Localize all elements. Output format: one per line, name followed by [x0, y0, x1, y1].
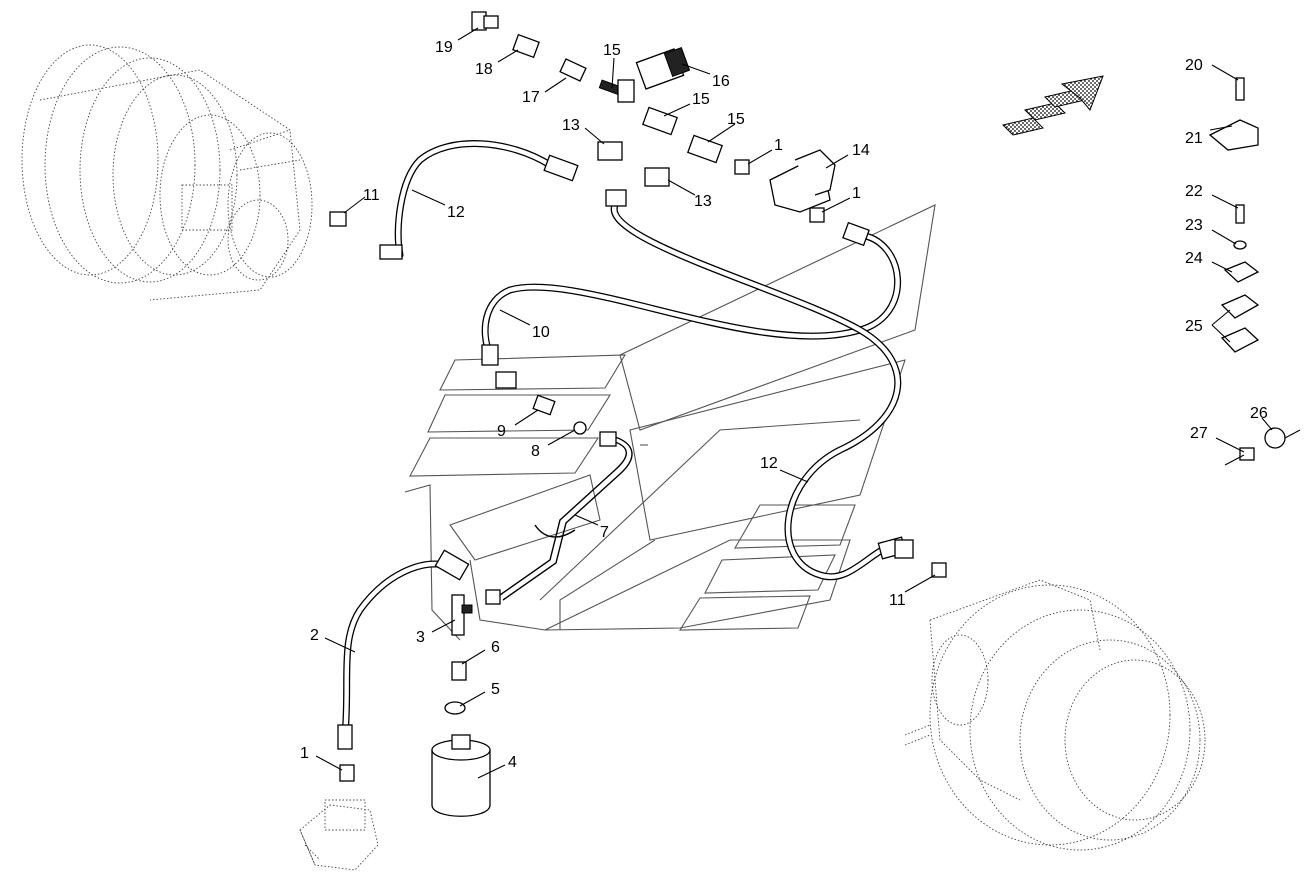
callout-12b: 12: [760, 455, 778, 472]
callout-6: 6: [491, 639, 500, 656]
part-4-accumulator: [431, 749, 491, 817]
callout-1c: 1: [300, 745, 309, 762]
callout-10: 10: [532, 324, 550, 341]
left-wheel-motor-assembly: [21, 44, 313, 301]
callout-11a: 11: [363, 187, 380, 204]
callout-5: 5: [491, 681, 500, 698]
callout-15a: 15: [603, 42, 621, 59]
callout-7: 7: [600, 524, 609, 541]
callout-1b: 1: [852, 185, 861, 202]
callout-25: 25: [1185, 318, 1203, 335]
fittings: [329, 11, 1286, 817]
callout-9: 9: [497, 423, 506, 440]
callout-17: 17: [522, 89, 540, 106]
callout-11b: 11: [889, 592, 906, 609]
callout-19: 19: [435, 39, 453, 56]
callout-2: 2: [310, 627, 319, 644]
callout-13a: 13: [562, 117, 580, 134]
callout-14: 14: [852, 142, 870, 159]
callout-22: 22: [1185, 183, 1203, 200]
callout-8: 8: [531, 443, 540, 460]
brake-valve-housing: [299, 799, 379, 871]
callout-21: 21: [1185, 130, 1203, 147]
callout-leaders: [315, 27, 1301, 779]
callout-12a: 12: [447, 204, 465, 221]
callout-labels: 19 18 17 15 16 15 15 13 1 14 11 12 13 1 …: [300, 39, 1268, 771]
callout-16: 16: [712, 73, 730, 90]
callout-20: 20: [1185, 57, 1203, 74]
callout-18: 18: [475, 61, 493, 78]
callout-3: 3: [416, 629, 425, 646]
callout-26: 26: [1250, 405, 1268, 422]
hydraulic-hoses: [341, 140, 902, 739]
callout-24: 24: [1185, 250, 1203, 267]
callout-15c: 15: [727, 111, 745, 128]
callout-23: 23: [1185, 217, 1203, 234]
machine-frame-outline: [404, 204, 936, 641]
callout-4: 4: [508, 754, 517, 771]
callout-1a: 1: [774, 137, 783, 154]
callout-13b: 13: [694, 193, 712, 210]
callout-15b: 15: [692, 91, 710, 108]
callout-27: 27: [1190, 425, 1208, 442]
travel-direction-arrow-icon: [1002, 75, 1104, 136]
right-wheel-motor-assembly: [904, 579, 1206, 851]
